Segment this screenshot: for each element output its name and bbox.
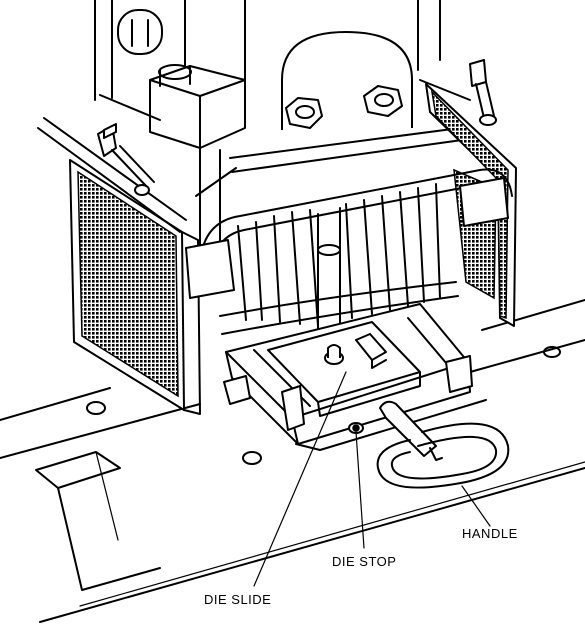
- fitting-left: [97, 123, 155, 196]
- left-mesh-guard: [37, 117, 201, 415]
- label-handle: HANDLE: [462, 526, 518, 541]
- slide-handle: [376, 400, 510, 489]
- die-slide: [267, 321, 421, 417]
- nut-right: [363, 85, 403, 117]
- leader-lines: [253, 371, 491, 587]
- label-die-slide: DIE SLIDE: [204, 592, 272, 607]
- rear-guard-bar: [195, 127, 463, 197]
- cage-bars: [219, 183, 459, 335]
- base-plate: [0, 299, 585, 623]
- label-die-stop: DIE STOP: [332, 554, 397, 569]
- press-column: [94, 0, 471, 251]
- front-handle-bar: [185, 168, 513, 299]
- nut-left: [285, 97, 323, 129]
- fitting-right: [469, 59, 497, 126]
